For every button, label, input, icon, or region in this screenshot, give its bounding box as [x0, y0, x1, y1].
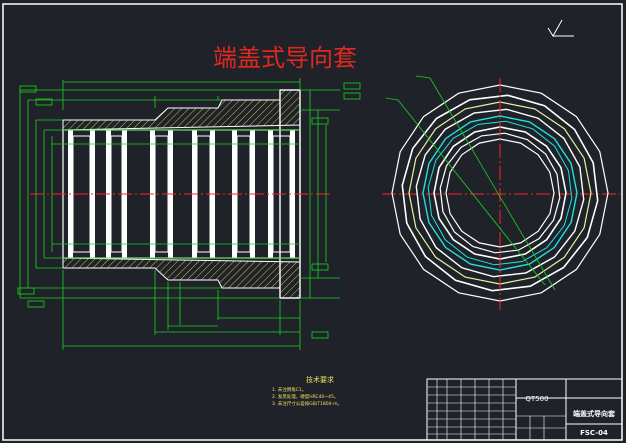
section-hatch-upper	[62, 89, 301, 131]
end-view-ring	[427, 120, 573, 266]
title-block-drawing-no: FSC-04	[580, 429, 608, 437]
dimension-lines-right	[300, 89, 340, 299]
section-view	[17, 78, 361, 350]
end-view-ring	[422, 115, 578, 271]
technical-requirements: 技术要求 1. 未注倒角C1。 2. 发黑处理，硬度HRC40~45。 3. 未…	[272, 375, 342, 407]
end-view-ring	[445, 138, 555, 248]
end-view-ring	[408, 101, 592, 285]
end-view	[382, 75, 620, 310]
dimension-label-boxes	[17, 82, 361, 339]
end-view-ring	[439, 132, 561, 254]
roughness-symbol	[547, 19, 574, 37]
tech-req-item-2: 2. 发黑处理，硬度HRC40~45。	[272, 393, 338, 400]
tech-req-heading: 技术要求	[306, 375, 334, 384]
drawing-border	[2, 3, 623, 441]
drawing-title: 端盖式导向套	[213, 44, 357, 72]
section-hatch-lower	[62, 257, 301, 299]
end-view-ring	[415, 108, 585, 278]
dimension-lines-top	[62, 78, 301, 110]
title-block-material: QT500	[525, 395, 548, 403]
title-block-part-name: 端盖式导向套	[573, 409, 616, 418]
dimension-lines-bottom	[62, 270, 301, 350]
tech-req-item-1: 1. 未注倒角C1。	[272, 386, 306, 393]
title-block	[426, 378, 623, 441]
end-view-ring	[433, 126, 567, 260]
end-view-ring	[391, 84, 609, 302]
tech-req-item-3: 3. 未注尺寸公差按GB/T1804-m。	[272, 400, 342, 407]
end-view-leaders	[385, 75, 556, 291]
